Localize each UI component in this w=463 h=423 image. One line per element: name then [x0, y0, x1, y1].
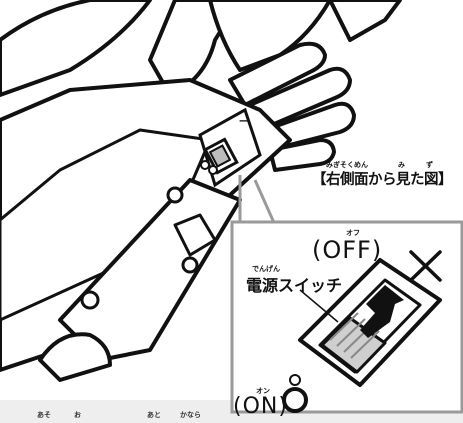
- caption-ruby-zu: ず: [426, 161, 433, 169]
- minus-mark: −: [238, 111, 251, 130]
- bottom-ruby-kanara: かなら: [180, 411, 201, 419]
- on-ruby: オン: [256, 387, 270, 395]
- view-caption: 【右側面から見た図】: [312, 172, 453, 188]
- off-ruby: オフ: [346, 229, 360, 237]
- on-label: (ON): [233, 394, 288, 419]
- on-circle-icon: [282, 387, 308, 413]
- bottom-ruby-ato: あと: [147, 411, 161, 419]
- bottom-ruby-asobi: あそ: [37, 411, 51, 419]
- label-pointer: [299, 289, 339, 323]
- off-label: (OFF): [312, 236, 383, 264]
- switch-label-ruby: でんげん: [252, 265, 280, 273]
- off-cross-icon: [409, 250, 442, 282]
- device-top-shapes: [0, 0, 402, 97]
- device-switch-housing: [198, 107, 262, 188]
- power-switch-label: 電源スイッチ: [246, 276, 343, 295]
- down-arrow-icon: [360, 285, 404, 338]
- device-prongs: [228, 41, 356, 172]
- bottom-ruby-o: お: [74, 411, 81, 419]
- caption-ruby-mi: み: [398, 161, 405, 169]
- zoom-connector: [238, 175, 277, 226]
- caption-ruby-side: みぎそくめん: [326, 161, 368, 169]
